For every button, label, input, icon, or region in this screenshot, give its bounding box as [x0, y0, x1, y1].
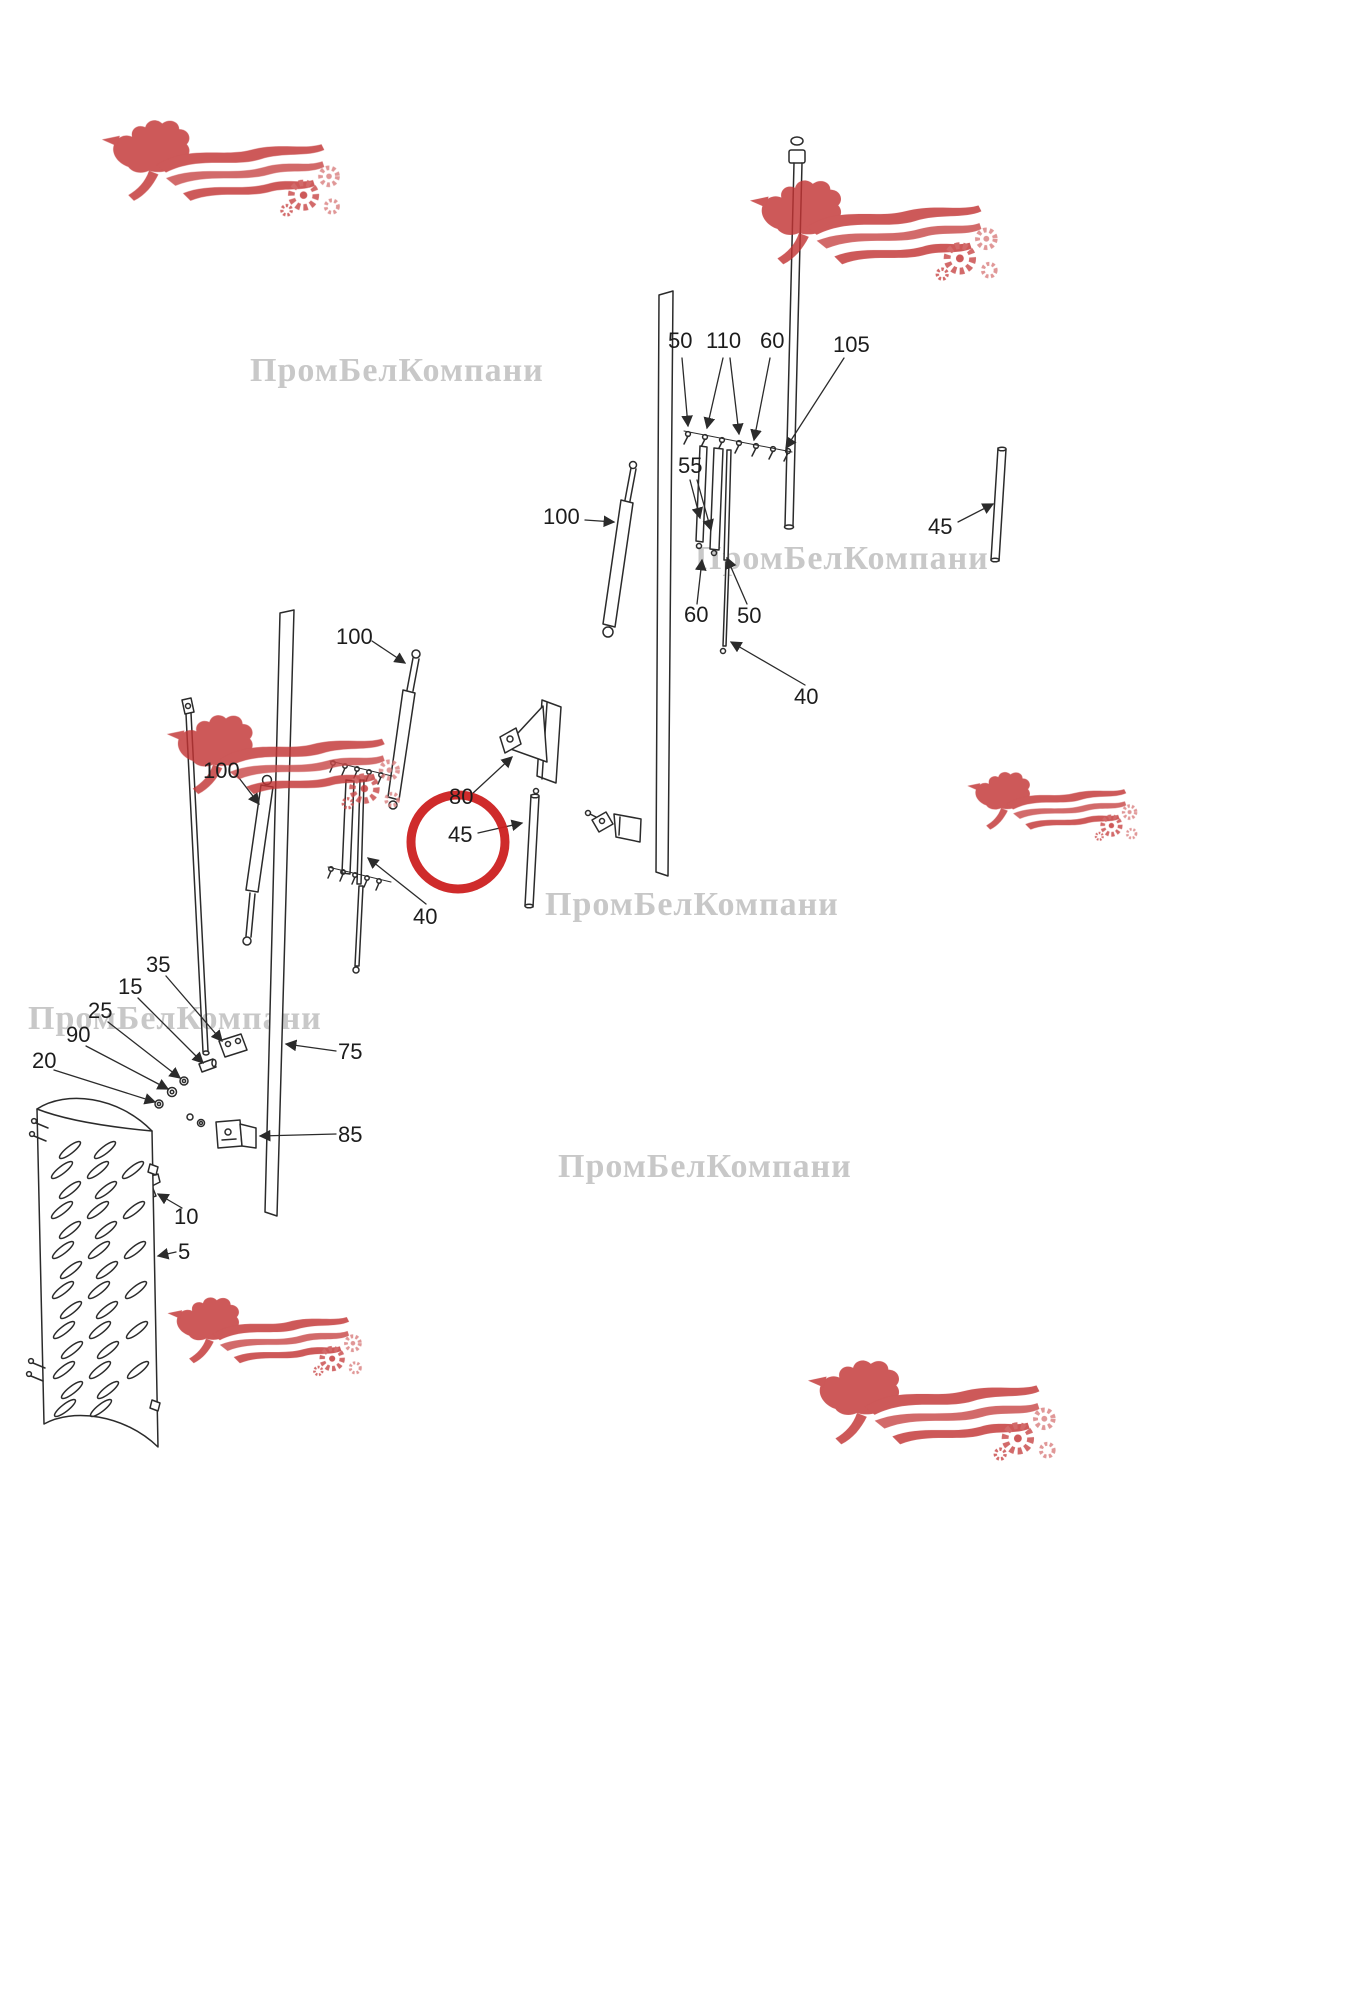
watermark-text: ПромБелКомпани [545, 886, 839, 923]
part-tall-bar-right [655, 290, 674, 877]
watermark-text: ПромБелКомпани [558, 1148, 852, 1185]
lion-gear-watermark-icon [750, 180, 996, 279]
part-label-100-left: 100 [203, 758, 240, 783]
part-label-90: 90 [66, 1022, 91, 1047]
watermark-text: ПромБелКомпани [250, 352, 544, 389]
part-label-40-center: 40 [413, 904, 438, 929]
part-center-rods-40 [327, 760, 393, 974]
part-label-60-top: 60 [760, 328, 785, 353]
part-hardware-cluster-left [143, 1033, 257, 1200]
part-label-75: 75 [338, 1039, 363, 1064]
part-label-80: 80 [449, 784, 474, 809]
part-label-105: 105 [833, 332, 870, 357]
part-label-45-highlight: 45 [448, 822, 473, 847]
part-rod-45-right [990, 446, 1007, 563]
shield-slots [50, 1140, 150, 1418]
part-bracket-80 [499, 699, 562, 784]
part-tall-bar-75 [264, 609, 295, 1217]
part-label-40-right: 40 [794, 684, 819, 709]
part-label-35: 35 [146, 952, 171, 977]
part-diagonal-rod-left [181, 697, 210, 1056]
logo-watermarks [102, 120, 1136, 1459]
part-label-45-right: 45 [928, 514, 953, 539]
part-label-5: 5 [178, 1239, 191, 1264]
part-label-20: 20 [32, 1048, 57, 1073]
part-gas-spring-left [242, 774, 274, 946]
part-label-60-mid: 60 [684, 602, 709, 627]
part-label-50-mid: 50 [737, 603, 762, 628]
lion-gear-watermark-icon [168, 1297, 361, 1374]
lion-gear-watermark-icon [102, 120, 338, 215]
part-shield-5 [25, 1097, 161, 1448]
part-label-100-right: 100 [543, 504, 580, 529]
leader-lines [53, 357, 995, 1260]
lion-gear-watermark-icon [808, 1360, 1054, 1459]
part-label-55: 55 [678, 453, 703, 478]
part-label-110: 110 [706, 328, 742, 353]
part-gas-spring-center [387, 649, 421, 810]
highlight-circle-icon [406, 790, 510, 894]
part-gas-spring-upper [602, 460, 638, 638]
part-label-25: 25 [88, 998, 113, 1023]
part-rod-45-center [524, 787, 540, 909]
lion-gear-watermark-icon [967, 772, 1136, 840]
part-label-10: 10 [174, 1204, 199, 1229]
watermark-text: ПромБелКомпани [695, 540, 989, 577]
part-label-100-center: 100 [336, 624, 373, 649]
part-label-50-top: 50 [668, 328, 693, 353]
part-label-15: 15 [118, 974, 143, 999]
part-clip-assembly [584, 809, 642, 843]
part-label-85: 85 [338, 1122, 363, 1147]
